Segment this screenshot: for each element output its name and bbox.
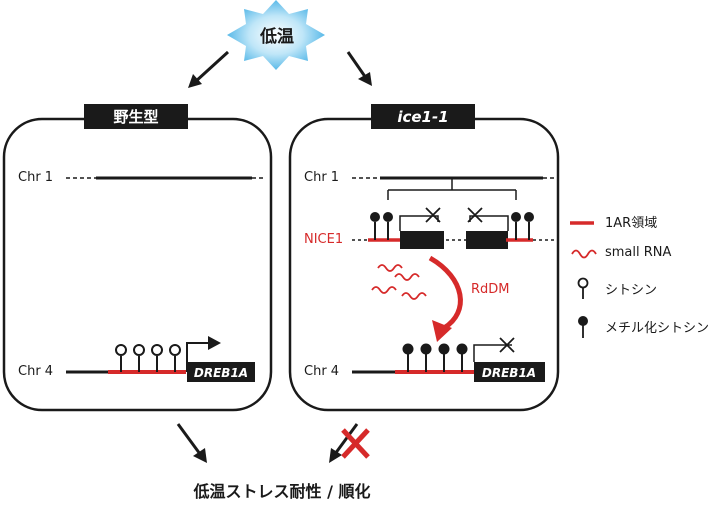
methylated-cytosine-lollipop: [370, 212, 380, 240]
zoom-bracket: [387, 178, 517, 200]
methylated-cytosine-lollipop: [420, 343, 432, 372]
wildtype-title: 野生型: [113, 108, 158, 126]
wildtype-title-box: [84, 104, 188, 129]
mutant-panel: ice1-1 Chr 1 NICE1: [288, 104, 560, 412]
wildtype-cytosines: [115, 344, 181, 372]
cytosine-lollipop: [151, 344, 163, 372]
legend-small-rna-label: small RNA: [605, 245, 672, 260]
wildtype-chr4-label: Chr 4: [18, 364, 53, 379]
wildtype-panel: 野生型 Chr 1 Chr 4 DREB1A: [2, 104, 273, 412]
nice1-methylated-cytosines: [370, 212, 534, 240]
wildtype-gene-box: [187, 362, 255, 382]
legend: 1AR領域 small RNA シトシン メチル化シトシン: [570, 215, 709, 338]
rddm-label: RdDM: [471, 282, 510, 297]
cold-burst-shape: [227, 0, 325, 70]
legend-small-rna-swatch: [571, 249, 597, 259]
legend-cytosine-swatch: [577, 277, 589, 299]
cytosine-lollipop: [115, 344, 127, 372]
methylated-cytosine-lollipop: [383, 212, 393, 240]
cold-burst: 低温: [227, 0, 325, 70]
legend-methylated-cytosine-label: メチル化シトシン: [605, 321, 709, 336]
small-rna-squiggles: [371, 264, 427, 300]
mutant-gene-box: [474, 362, 545, 382]
methylated-cytosine-lollipop: [524, 212, 534, 240]
legend-cytosine-label: シトシン: [605, 283, 657, 298]
mutant-title-box: [371, 104, 475, 129]
rddm-arrow: [428, 255, 463, 342]
mutant-blocked-transcription: [473, 337, 515, 362]
mutant-gene-label: DREB1A: [482, 366, 536, 380]
cytosine-lollipop: [169, 344, 181, 372]
arrow-to-wildtype: [188, 50, 230, 88]
nice1-gene-box-left: [400, 231, 444, 249]
outcome-label: 低温ストレス耐性 / 順化: [193, 482, 371, 501]
mutant-methylated-cytosines: [402, 343, 468, 372]
mutant-chr1-label: Chr 1: [304, 170, 339, 185]
nice1-gene-box-right: [466, 231, 508, 249]
wildtype-chr1-label: Chr 1: [18, 170, 53, 185]
legend-methylated-cytosine-swatch: [578, 316, 588, 338]
outcome-arrow-mutant-blocked: [329, 423, 370, 463]
wildtype-gene-label: DREB1A: [194, 366, 248, 380]
mutant-chr4-label: Chr 4: [304, 364, 339, 379]
cold-label: 低温: [259, 26, 294, 47]
nice1-label: NICE1: [304, 232, 343, 247]
methylated-cytosine-lollipop: [438, 343, 450, 372]
methylated-cytosine-lollipop: [456, 343, 468, 372]
outcome-arrow-wildtype: [176, 423, 207, 463]
legend-1ar-label: 1AR領域: [605, 215, 657, 231]
nice1-blocked-arrow-right: [467, 207, 509, 231]
methylated-cytosine-lollipop: [511, 212, 521, 240]
cytosine-lollipop: [133, 344, 145, 372]
methylated-cytosine-lollipop: [402, 343, 414, 372]
mutant-title: ice1-1: [397, 108, 448, 126]
nice1-blocked-arrow-left: [399, 207, 441, 231]
arrow-to-mutant: [346, 51, 372, 86]
